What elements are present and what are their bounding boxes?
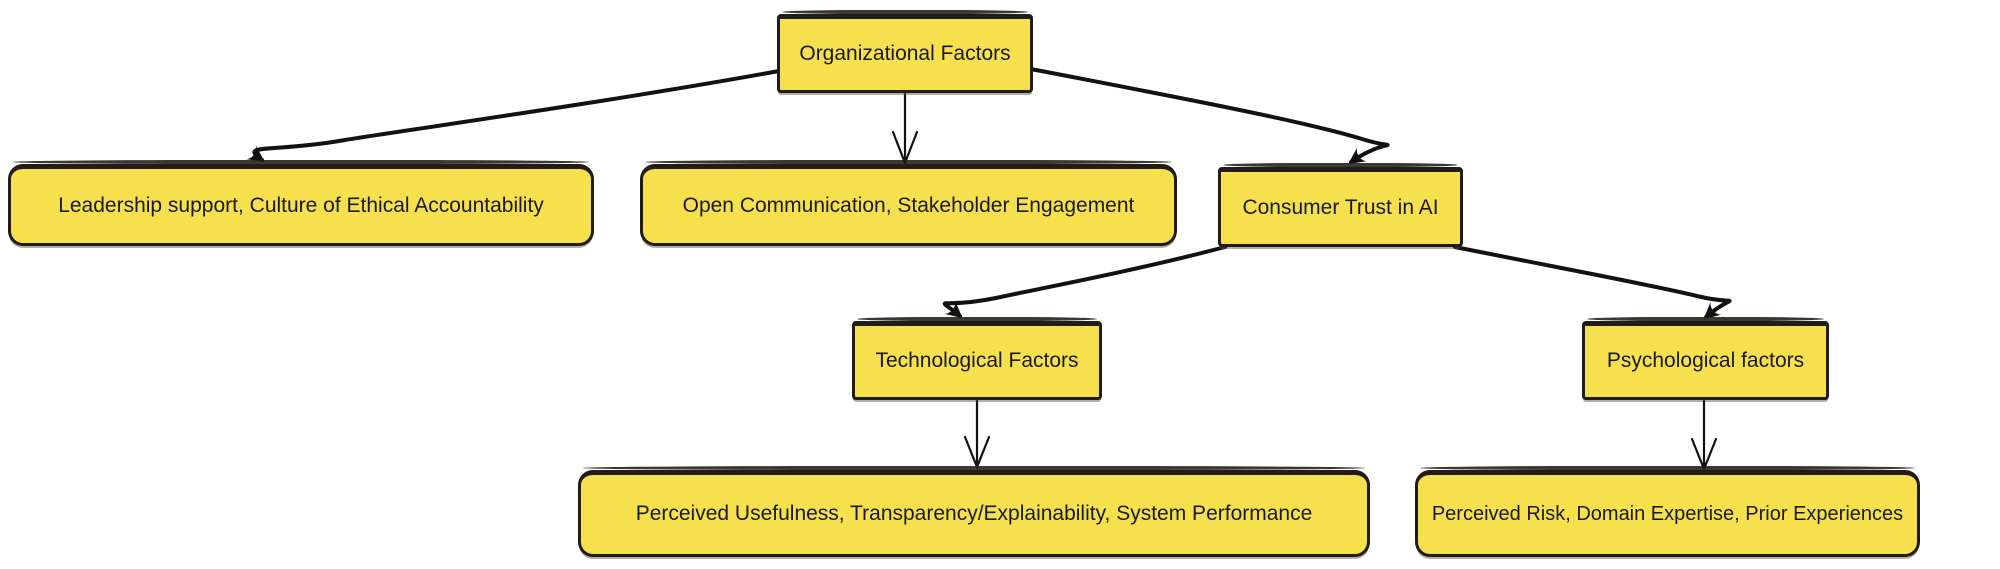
- node-psychological-factors-label: Psychological factors: [1606, 349, 1805, 373]
- node-organizational-factors: Organizational Factors: [777, 10, 1033, 93]
- node-technological-factors-label: Technological Factors: [875, 349, 1079, 373]
- node-psychological-factors: Psychological factors: [1582, 317, 1829, 400]
- node-open-communication: Open Communication, Stakeholder Engageme…: [640, 160, 1177, 246]
- arrow-organizational-to-leadership: [246, 69, 781, 162]
- node-technological-factors: Technological Factors: [852, 317, 1102, 400]
- node-open-communication-label: Open Communication, Stakeholder Engageme…: [682, 193, 1135, 217]
- node-perceived-usefulness: Perceived Usefulness, Transparency/Expla…: [578, 466, 1370, 557]
- arrow-consumer-trust-to-psychological: [1453, 245, 1732, 320]
- node-perceived-risk: Perceived Risk, Domain Expertise, Prior …: [1415, 466, 1920, 557]
- arrow-organizational-to-consumer-trust: [1029, 67, 1390, 164]
- node-leadership-support: Leadership support, Culture of Ethical A…: [8, 160, 594, 246]
- node-consumer-trust: Consumer Trust in AI: [1218, 163, 1463, 247]
- node-organizational-factors-label: Organizational Factors: [799, 42, 1011, 66]
- node-consumer-trust-label: Consumer Trust in AI: [1242, 195, 1439, 219]
- node-perceived-usefulness-label: Perceived Usefulness, Transparency/Expla…: [635, 502, 1313, 526]
- node-perceived-risk-label: Perceived Risk, Domain Expertise, Prior …: [1431, 503, 1904, 525]
- arrow-consumer-trust-to-technological: [942, 245, 1227, 319]
- node-leadership-support-label: Leadership support, Culture of Ethical A…: [58, 193, 544, 217]
